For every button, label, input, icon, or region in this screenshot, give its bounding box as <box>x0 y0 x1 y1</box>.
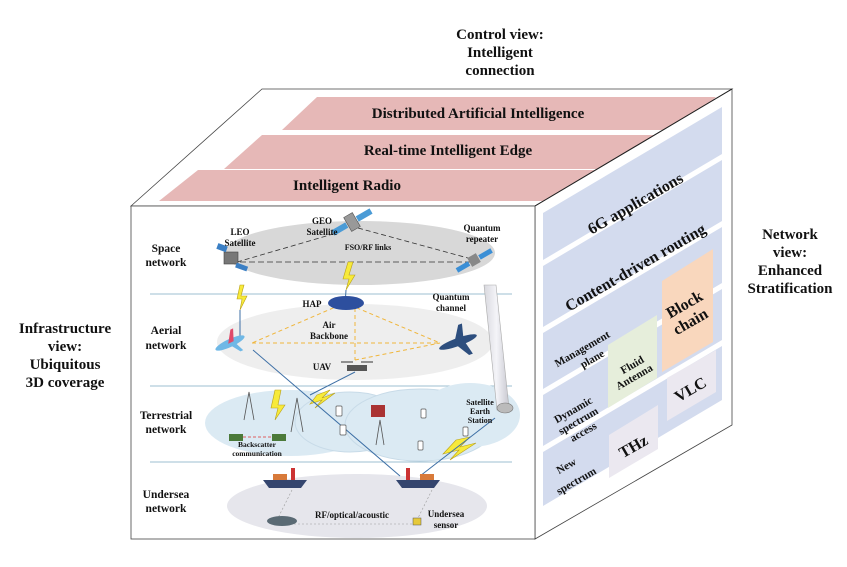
quantum-channel-label-1: Quantum <box>432 292 470 302</box>
undersea-network-label-1: Undersea <box>143 489 190 501</box>
geo-satellite-icon <box>331 208 373 236</box>
backscatter-label-1: Backscatter <box>238 440 277 449</box>
lightning-terrestrial <box>270 389 286 421</box>
hap-airship-icon <box>328 296 364 310</box>
control-layer-3 <box>282 97 716 130</box>
control-view-line: Intelligent <box>467 45 533 61</box>
undersea-sensor-label-2: sensor <box>434 520 459 530</box>
control-layer-label-3: Distributed Artificial Intelligence <box>372 106 585 122</box>
terrestrial-ellipse-4 <box>420 383 520 447</box>
infrastructure-view-line: view: <box>47 339 83 355</box>
blockchain-box <box>662 249 713 372</box>
aerial-network-label-1: Aerial <box>151 325 182 337</box>
ship-icon <box>396 468 440 488</box>
earth-station-label-3: Station <box>468 416 493 425</box>
quantum-repeater-satellite-icon <box>455 248 493 273</box>
control-view-line: Control view: <box>456 27 544 43</box>
earth-station-label-2: Earth <box>470 407 491 416</box>
geo-label-2: Satellite <box>307 227 338 237</box>
mobile-phone-icon <box>335 405 469 451</box>
backscatter-label-2: communication <box>232 449 282 458</box>
control-layer-label-1: Intelligent Radio <box>293 178 401 194</box>
undersea-network-label-2: network <box>146 503 187 515</box>
net-layer-routing <box>543 160 722 327</box>
lightning-uav <box>309 389 336 409</box>
earth-station-label-1: Satellite <box>466 398 494 407</box>
space-network-label-1: Space <box>152 243 181 255</box>
uav-label: UAV <box>313 362 332 372</box>
geo-label-1: GEO <box>312 216 332 226</box>
space-ellipse <box>225 221 495 285</box>
network-view-line: Network <box>762 227 818 243</box>
infrastructure-view-line: Infrastructure <box>18 321 112 337</box>
base-station-icon <box>371 405 385 417</box>
network-view-line: Stratification <box>747 281 833 297</box>
infrastructure-view-line: Ubiquitous <box>29 357 101 373</box>
control-layer-label-2: Real-time Intelligent Edge <box>364 143 533 159</box>
quantum-repeater-label-1: Quantum <box>463 223 501 233</box>
vlc-box <box>667 350 716 421</box>
fluid-antenna-box <box>608 315 657 408</box>
air-backbone-label-2: Backbone <box>310 331 348 341</box>
undersea-sensor-label-1: Undersea <box>428 509 465 519</box>
aerial-network-label-2: network <box>146 340 187 352</box>
quantum-repeater-label-2: repeater <box>466 234 498 244</box>
backscatter-device-icon <box>229 434 243 441</box>
submarine-icon <box>267 516 297 526</box>
control-layer-1 <box>159 170 634 201</box>
airplane-icon <box>215 328 245 352</box>
leo-label-2: Satellite <box>225 238 256 248</box>
lightning-leo <box>236 284 248 311</box>
control-view-label: Control view: Intelligent connection <box>440 26 560 80</box>
thz-box <box>609 405 658 478</box>
infrastructure-view-line: 3D coverage <box>25 375 105 391</box>
network-view-label: Network view: Enhanced Stratification <box>733 226 847 298</box>
quantum-channel-label-2: channel <box>436 303 467 313</box>
rf-optical-label: RF/optical/acoustic <box>315 510 389 520</box>
control-layer-2 <box>224 135 677 169</box>
terrestrial-network-label-1: Terrestrial <box>140 410 192 422</box>
backscatter-device-icon <box>272 434 286 441</box>
terrestrial-network-label-2: network <box>146 424 187 436</box>
hap-label: HAP <box>303 299 323 309</box>
satellite-dish-icon <box>496 402 514 414</box>
air-backbone-label-1: Air <box>323 320 336 330</box>
uav-drone-icon <box>341 361 373 371</box>
aerial-ellipse <box>217 304 493 380</box>
control-view-line: connection <box>465 63 535 79</box>
infrastructure-view-label: Infrastructure view: Ubiquitous 3D cover… <box>0 320 130 392</box>
net-layer-management <box>543 227 722 389</box>
fso-label: FSO/RF links <box>345 243 392 252</box>
ship-icon <box>263 468 307 488</box>
network-view-line: view: <box>772 245 808 261</box>
undersea-sensor-icon <box>412 517 422 526</box>
leo-satellite-icon <box>216 243 249 272</box>
space-network-label-2: network <box>146 257 187 269</box>
cell-tower-icon <box>243 391 385 446</box>
lightning-geo <box>342 261 356 291</box>
network-view-line: Enhanced <box>757 263 823 279</box>
military-plane-icon <box>439 323 477 355</box>
leo-label-1: LEO <box>230 227 249 237</box>
net-layer-applications <box>543 107 722 260</box>
